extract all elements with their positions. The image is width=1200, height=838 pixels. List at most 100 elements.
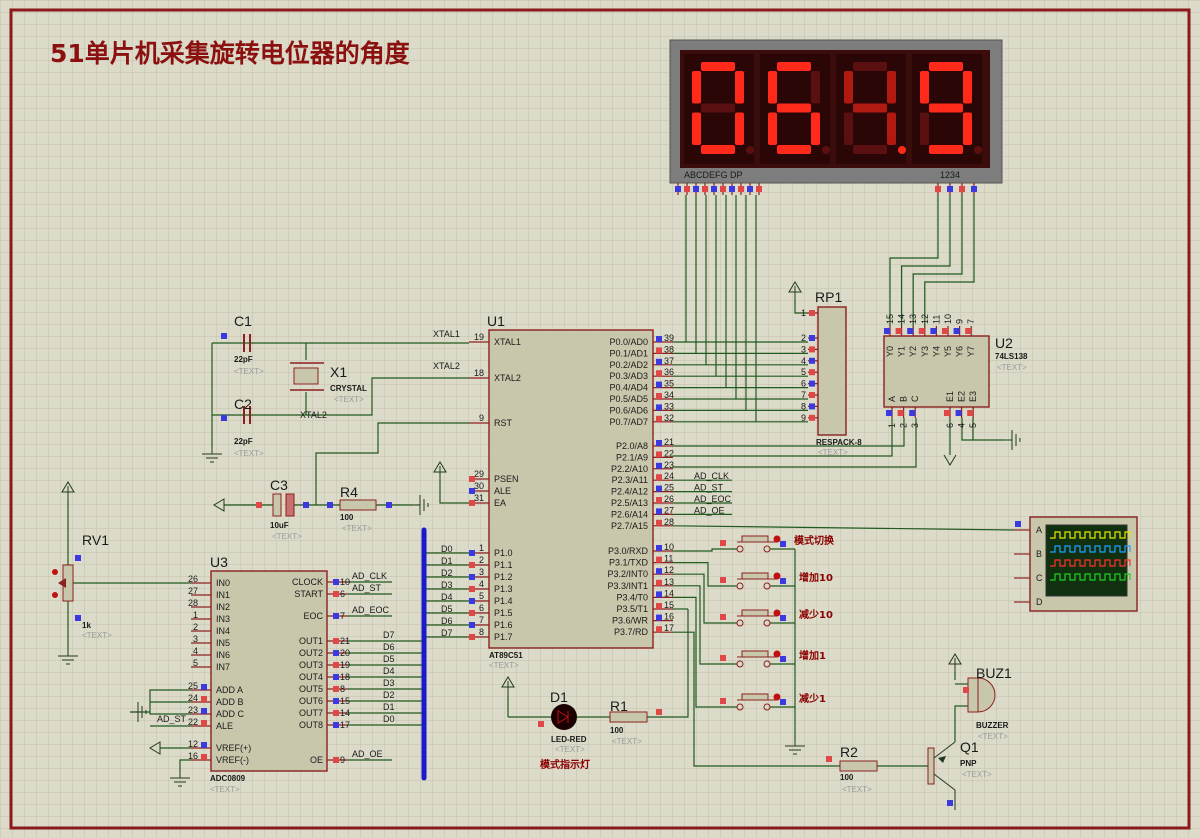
c3-text: <TEXT> — [272, 532, 302, 541]
r1-value: 100 — [610, 726, 624, 735]
pin-marker — [333, 698, 339, 704]
pin-name: EA — [494, 498, 506, 508]
pin-marker — [656, 474, 662, 481]
pin-number: 13 — [664, 577, 674, 587]
pin-name: Y4 — [931, 346, 941, 357]
push-button-2[interactable] — [741, 572, 769, 580]
pin-marker — [201, 696, 207, 702]
pin-marker — [333, 638, 339, 644]
pin-name: P1.4 — [494, 596, 513, 606]
push-button-5[interactable] — [741, 693, 769, 701]
pin-number: 4 — [957, 423, 967, 428]
segment-g — [929, 103, 963, 113]
push-button-4[interactable] — [741, 650, 769, 658]
wire — [179, 759, 191, 772]
pin-name: P2.2/A10 — [611, 464, 648, 474]
decimal-point — [898, 146, 906, 154]
pin-number: 15 — [885, 314, 895, 324]
scope-channel-label: A — [1036, 525, 1042, 535]
pin-name: P3.4/T0 — [616, 592, 648, 602]
pin-name: OUT8 — [299, 720, 323, 730]
net-label: AD_OE — [352, 749, 383, 759]
c3-value: 10uF — [270, 521, 289, 530]
c3-ref: C3 — [270, 477, 288, 493]
pin-name: P2.5/A13 — [611, 498, 648, 508]
wire — [673, 585, 737, 665]
power-icon — [433, 461, 447, 480]
pin-marker — [75, 615, 81, 621]
button-contact — [736, 545, 744, 553]
pin-number: 15 — [340, 696, 350, 706]
segment-f — [920, 71, 929, 104]
push-button-3[interactable] — [741, 609, 769, 617]
wire — [912, 195, 963, 326]
segment-f — [692, 71, 701, 104]
pin-name: Y5 — [943, 346, 953, 357]
button-contact — [763, 582, 771, 590]
power-arrow-icon — [149, 741, 161, 755]
wire — [673, 631, 840, 767]
pin-number: 17 — [664, 623, 674, 633]
pin-marker — [469, 610, 475, 616]
push-button-1[interactable] — [741, 535, 769, 543]
pin-marker — [201, 754, 207, 760]
pin-marker — [469, 562, 475, 568]
pin-name: P0.2/AD2 — [609, 360, 648, 370]
pin-name: P3.6/WR — [612, 616, 649, 626]
pin-marker — [953, 328, 960, 334]
pin-marker — [656, 358, 662, 365]
pin-number: 16 — [188, 751, 198, 761]
pin-number: 30 — [474, 481, 484, 491]
pin-marker — [963, 687, 969, 693]
pin-name: P1.3 — [494, 584, 513, 594]
pin-marker — [656, 519, 662, 526]
pin-number: 23 — [188, 705, 198, 715]
pin-name: P3.0/RXD — [608, 546, 649, 556]
x1-text: <TEXT> — [334, 395, 364, 404]
wire — [900, 195, 951, 326]
pin-number: 12 — [188, 739, 198, 749]
segment-f — [844, 71, 853, 104]
c2-ref: C2 — [234, 396, 252, 412]
pin-number: 8 — [479, 627, 484, 637]
scope-trace — [1050, 559, 1131, 567]
pin-marker — [656, 603, 662, 609]
net-label: AD_CLK — [694, 471, 729, 481]
wire — [647, 609, 689, 718]
pin-name: P2.7/A15 — [611, 521, 648, 531]
crystal-plates — [290, 362, 324, 391]
pin-marker — [656, 545, 662, 551]
pin-name: P0.3/AD3 — [609, 371, 648, 381]
pin-name: P3.3/INT1 — [607, 581, 648, 591]
wire — [672, 525, 1015, 531]
pin-marker — [221, 333, 227, 339]
pin-marker — [656, 381, 662, 388]
pin-marker — [780, 615, 786, 621]
button-label: 增加10 — [799, 571, 833, 584]
pin-number: 2 — [193, 622, 198, 632]
pin-number: 16 — [664, 612, 674, 622]
pin-marker — [221, 415, 227, 421]
pin-marker — [469, 476, 475, 482]
u2-text: <TEXT> — [997, 363, 1027, 372]
pin-marker — [826, 756, 832, 762]
wire — [673, 561, 737, 587]
pin-name: ALE — [216, 721, 233, 731]
segment-e — [920, 112, 929, 145]
q1-text: <TEXT> — [962, 770, 992, 779]
transistor-q1 — [927, 747, 935, 785]
pin-name: P1.5 — [494, 608, 513, 618]
pin-number: 12 — [664, 565, 674, 575]
power-icon — [501, 676, 515, 695]
d1-ref: D1 — [550, 689, 568, 705]
pin-number: 1 — [193, 610, 198, 620]
pin-number: 11 — [664, 554, 673, 564]
pin-number: 14 — [664, 588, 674, 598]
pin-number: 21 — [340, 636, 350, 646]
r4-value: 100 — [340, 513, 354, 522]
r4-text: <TEXT> — [342, 524, 372, 533]
pin-marker — [720, 698, 726, 704]
pin-marker — [201, 684, 207, 690]
segment-b — [963, 71, 972, 104]
